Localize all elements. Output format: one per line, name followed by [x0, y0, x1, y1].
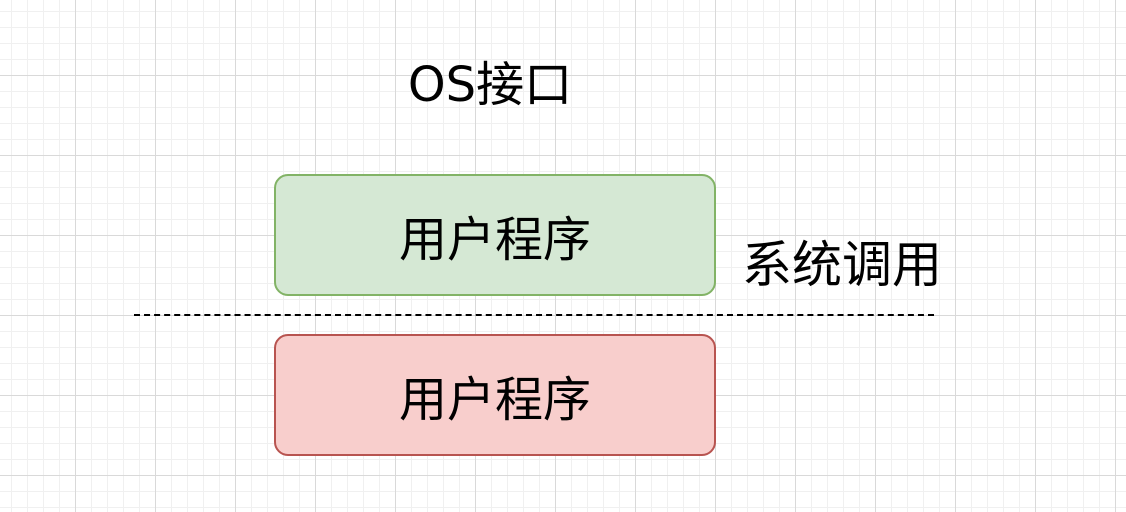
- system-call-label: 系统调用: [742, 236, 942, 294]
- user-program-label-upper: 用户程序: [398, 212, 591, 268]
- user-program-box-lower: 用户程序: [274, 334, 716, 456]
- user-program-box-upper: 用户程序: [274, 174, 716, 296]
- user-program-label-lower: 用户程序: [398, 372, 591, 428]
- system-call-boundary-line: [134, 314, 934, 316]
- diagram-title: OS接口: [407, 57, 573, 113]
